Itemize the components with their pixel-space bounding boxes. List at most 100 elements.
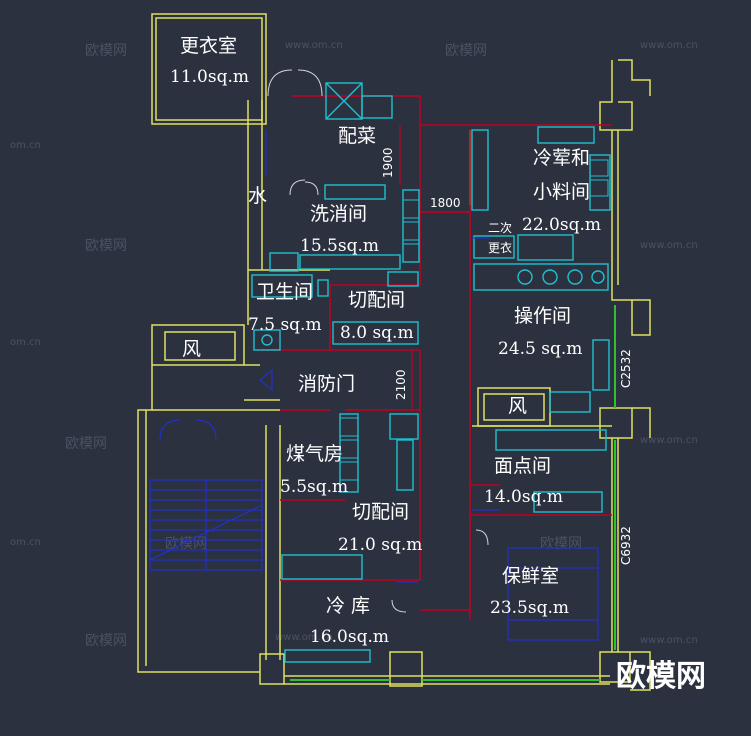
right-wall xyxy=(632,407,651,438)
shelf-unit xyxy=(507,547,599,641)
room-area: 23.5sq.m xyxy=(490,598,569,618)
partition xyxy=(292,95,421,285)
label-second-change: 二次 xyxy=(488,221,512,235)
column xyxy=(389,651,423,687)
room-name: 操作间 xyxy=(514,305,571,327)
coldmeat-shelf xyxy=(537,126,595,144)
room-area: 16.0sq.m xyxy=(310,627,389,647)
sink-row xyxy=(299,254,401,270)
hatch-box xyxy=(589,179,609,197)
room-name: 配菜 xyxy=(338,125,376,147)
operation-unit xyxy=(549,391,591,413)
fire-door-symbol xyxy=(259,368,273,392)
room-name: 保鲜室 xyxy=(502,565,559,587)
watermark: 欧模网 xyxy=(540,536,582,552)
watermark: 欧模网 xyxy=(85,238,127,254)
room-area: 21.0 sq.m xyxy=(338,535,422,555)
door-swing xyxy=(475,529,489,546)
right-wall xyxy=(630,651,651,691)
room-area: 11.0sq.m xyxy=(170,67,249,87)
column xyxy=(599,651,631,683)
label-second-change: 更衣 xyxy=(488,240,512,255)
door-swing xyxy=(304,181,319,196)
kitchen-fixtures xyxy=(251,82,611,663)
changing-room-wall-inner xyxy=(155,17,263,121)
door-swing xyxy=(195,419,217,441)
label-water: 水 xyxy=(248,185,267,207)
coldmeat-table xyxy=(473,235,515,259)
watermark: www.om.cn xyxy=(640,40,698,51)
door-swing xyxy=(159,419,181,441)
watermark-layer: 欧模网 www.om.cn 欧模网 www.om.cn 欧模网 om.cn ww… xyxy=(10,40,698,649)
room-area: 7.5 sq.m xyxy=(248,315,322,335)
pastry-counter xyxy=(495,429,607,451)
coldmeat-fridge xyxy=(589,154,611,211)
door-swing xyxy=(297,69,323,97)
label-fire-door: 消防门 xyxy=(298,373,355,395)
watermark: 欧模网 xyxy=(85,43,127,59)
room-name: 洗消间 xyxy=(310,203,367,225)
toilet-fixture xyxy=(317,279,329,297)
stairs xyxy=(149,130,500,583)
hatch-box xyxy=(402,243,420,263)
room-area: 22.0sq.m xyxy=(522,215,601,235)
dimension-label: 2100 xyxy=(394,369,408,400)
hatch-box xyxy=(589,159,609,177)
coldmeat-rack xyxy=(471,129,489,211)
brand-logo: 欧模网 xyxy=(616,659,706,694)
room-name: 煤气房 xyxy=(286,443,343,465)
hatch-box xyxy=(402,199,420,219)
burner xyxy=(591,270,605,284)
watermark: www.om.cn xyxy=(285,40,343,51)
cutting2-counter xyxy=(396,439,414,491)
dimension-label: 1900 xyxy=(381,147,395,178)
room-area: 14.0sq.m xyxy=(484,487,563,507)
watermark: www.om.cn xyxy=(640,435,698,446)
room-name: 切配间 xyxy=(348,289,405,311)
dishwash-counter xyxy=(402,189,420,263)
wind-shaft-inner xyxy=(164,331,236,361)
right-wall xyxy=(618,59,651,96)
stair-wall xyxy=(137,365,260,673)
room-name: 更衣室 xyxy=(180,35,237,57)
toilet-fixture xyxy=(251,274,313,298)
burner xyxy=(517,269,533,285)
label-wind: 风 xyxy=(182,338,201,360)
room-name: 冷 库 xyxy=(326,595,370,617)
fixture-hatch xyxy=(339,159,609,481)
right-wall xyxy=(611,285,651,336)
wind-shaft-inner xyxy=(483,393,545,421)
watermark: 欧模网 xyxy=(445,43,487,59)
toilet-basin xyxy=(253,329,281,351)
watermark: om.cn xyxy=(10,337,41,348)
dishwash-rack xyxy=(324,184,386,200)
sink xyxy=(269,252,299,272)
stair-break xyxy=(149,504,263,561)
coldmeat-counter xyxy=(517,234,574,261)
door-swing xyxy=(267,69,293,97)
prep-shelf xyxy=(361,95,393,119)
room-area: 5.5sq.m xyxy=(280,477,348,497)
room-area: 8.0 sq.m xyxy=(340,323,414,343)
room-labels: 更衣室 11.0sq.m 配菜 水 洗消间 15.5sq.m 冷荤和 小料间 2… xyxy=(170,35,601,647)
dishwash-unit xyxy=(387,271,419,287)
right-wall xyxy=(599,60,633,131)
room-name: 卫生间 xyxy=(256,281,313,303)
window-code: C6932 xyxy=(619,526,633,565)
changing-room-wall xyxy=(151,13,267,125)
room-name: 冷荤和 xyxy=(533,147,590,169)
room-name: 小料间 xyxy=(533,181,590,203)
pastry-table xyxy=(533,491,603,513)
dimension-labels: 1900 1800 2100 C2532 C6932 xyxy=(381,147,633,565)
column xyxy=(259,653,285,685)
burner xyxy=(542,269,558,285)
watermark: om.cn xyxy=(10,537,41,548)
dimension-markers xyxy=(399,125,470,410)
watermark: 欧模网 xyxy=(85,633,127,649)
cutting2-unit xyxy=(389,413,419,440)
window-code: C2532 xyxy=(619,349,633,388)
cooking-line xyxy=(473,263,609,291)
watermark: www.om.cn xyxy=(640,635,698,646)
dimension-label: 1800 xyxy=(430,196,461,210)
